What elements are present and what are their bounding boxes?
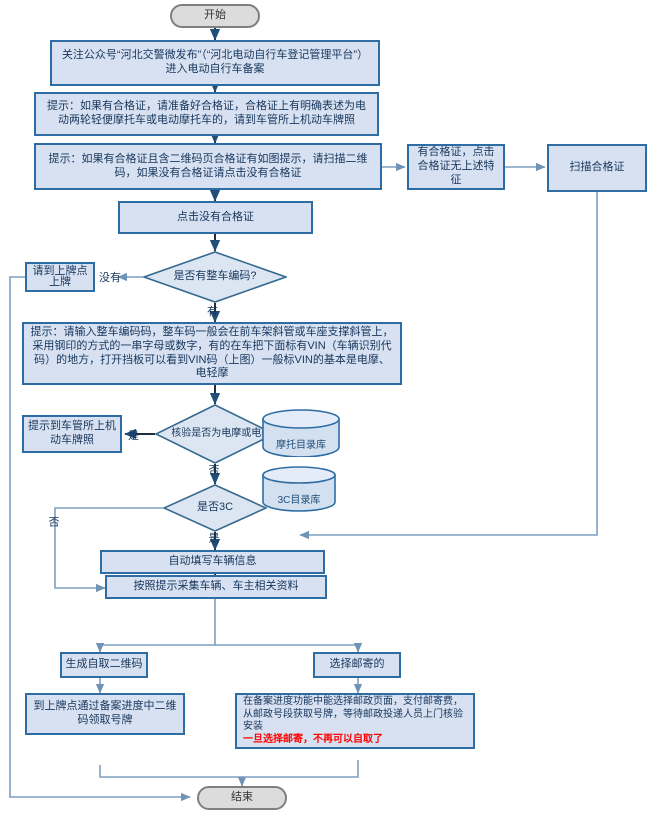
node-decision-3c-label: 是否3C xyxy=(196,501,234,514)
node-click-no-certificate: 点击没有合格证 xyxy=(118,201,313,234)
node-has-cert-click: 有合格证，点击合格证无上述特征 xyxy=(407,144,505,190)
node-pickup-plate-label: 到上牌点通过备案进度中二维码领取号牌 xyxy=(33,700,177,726)
node-scan-certificate: 扫描合格证 xyxy=(547,144,647,192)
node-scan-certificate-label: 扫描合格证 xyxy=(569,161,625,174)
node-tip-certificate: 提示：如果有合格证，请准备好合格证，合格证上有明确表述为电动两轮轻便摩托车或电动… xyxy=(34,92,379,136)
edge-label-moped-yes: 是 xyxy=(128,430,139,442)
node-tip-qrcode-label: 提示：如果有合格证且含二维码页合格证有如图提示，请扫描二维码，如果没有合格证请点… xyxy=(48,152,368,179)
node-collect-info: 按照提示采集车辆、车主相关资料 xyxy=(105,575,327,599)
node-start-label: 开始 xyxy=(204,9,226,22)
node-db-moto-label: 摩托目录库 xyxy=(276,439,326,451)
node-auto-fill-label: 自动填写车辆信息 xyxy=(168,555,257,568)
node-decision-vehicle-code-label: 是否有整车编码? xyxy=(173,270,257,283)
node-decision-vehicle-code: 是否有整车编码? xyxy=(141,251,289,303)
node-goto-plate-point-label: 请到上牌点上牌 xyxy=(32,265,88,288)
node-end-label: 结束 xyxy=(231,791,253,804)
node-follow-account: 关注公众号“河北交警微发布”（“河北电动自行车登记管理平台”）进入电动自行车备案 xyxy=(50,40,380,86)
node-pickup-plate: 到上牌点通过备案进度中二维码领取号牌 xyxy=(25,693,185,735)
edge-label-3c-no: 否 xyxy=(47,516,59,527)
node-generate-pickup-qrcode-label: 生成自取二维码 xyxy=(65,658,143,671)
node-start: 开始 xyxy=(170,4,260,28)
node-db-3c: 3C目录库 xyxy=(262,466,336,512)
node-tip-vin-label: 提示：请输入整车编码码，整车码一般会在前车架斜管或车座支撑斜管上，采用钢印的方式… xyxy=(30,326,394,380)
node-has-cert-click-label: 有合格证，点击合格证无上述特征 xyxy=(417,146,495,186)
node-mail-details: 在备案进度功能中能选择邮政页面，支付邮寄费， 从邮政号段获取号牌，等待邮政投递人… xyxy=(235,693,475,749)
node-decision-moped: 核验是否为电摩或电轻摩? xyxy=(154,404,287,464)
node-tip-goto-dmv: 提示到车管所上机动车牌照 xyxy=(22,415,122,453)
node-auto-fill: 自动填写车辆信息 xyxy=(100,550,325,574)
node-generate-pickup-qrcode: 生成自取二维码 xyxy=(60,652,148,678)
node-tip-qrcode: 提示：如果有合格证且含二维码页合格证有如图提示，请扫描二维码，如果没有合格证请点… xyxy=(34,143,382,190)
node-end: 结束 xyxy=(197,786,287,810)
node-tip-goto-dmv-label: 提示到车管所上机动车牌照 xyxy=(28,420,116,446)
node-goto-plate-point: 请到上牌点上牌 xyxy=(25,262,95,292)
node-mail-details-warning: 一旦选择邮寄，不再可以自取了 xyxy=(243,733,383,745)
node-decision-3c: 是否3C xyxy=(162,484,268,532)
node-tip-vin: 提示：请输入整车编码码，整车码一般会在前车架斜管或车座支撑斜管上，采用钢印的方式… xyxy=(22,322,402,385)
node-collect-info-label: 按照提示采集车辆、车主相关资料 xyxy=(133,580,299,593)
node-db-moto: 摩托目录库 xyxy=(262,409,340,458)
node-mail-details-line2: 从邮政号段获取号牌，等待邮政投递人员上门核验安装 xyxy=(243,708,463,733)
edge-label-no-vehicle-code: 没有 xyxy=(99,272,121,284)
node-follow-account-label: 关注公众号“河北交警微发布”（“河北电动自行车登记管理平台”）进入电动自行车备案 xyxy=(61,49,369,75)
node-choose-mail: 选择邮寄的 xyxy=(313,652,401,678)
node-db-3c-label: 3C目录库 xyxy=(277,494,321,506)
node-decision-moped-label: 核验是否为电摩或电轻摩? xyxy=(171,428,287,439)
edge-label-3c-yes: 是 xyxy=(207,532,219,543)
node-tip-certificate-label: 提示：如果有合格证，请准备好合格证，合格证上有明确表述为电动两轮轻便摩托车或电动… xyxy=(47,100,366,126)
node-choose-mail-label: 选择邮寄的 xyxy=(329,658,385,671)
edge-label-moped-no: 否 xyxy=(207,464,219,475)
edge-label-has-vehicle-code: 有 xyxy=(207,306,218,318)
node-mail-details-line1: 在备案进度功能中能选择邮政页面，支付邮寄费， xyxy=(243,696,463,707)
node-click-no-certificate-label: 点击没有合格证 xyxy=(177,210,254,223)
